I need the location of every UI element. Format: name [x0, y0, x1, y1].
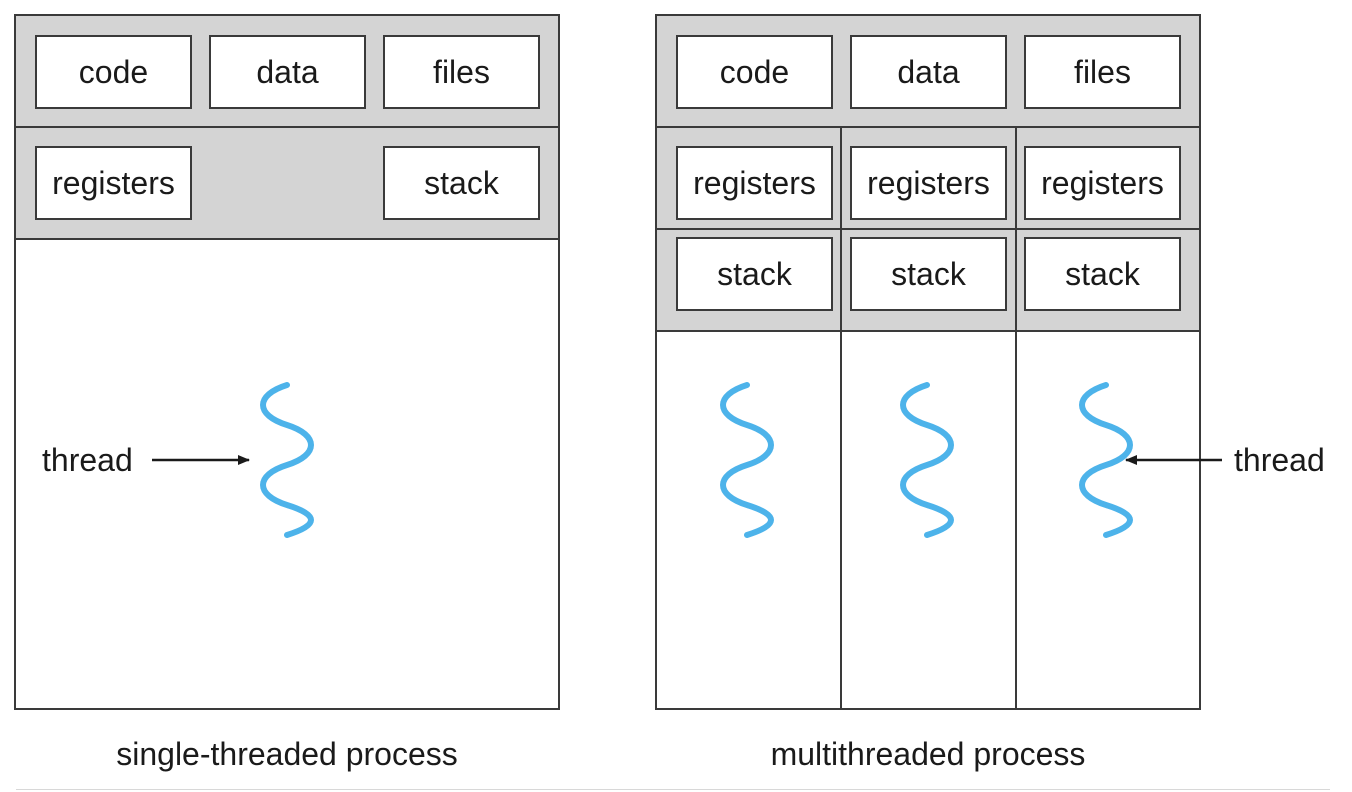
multi-stack-box-3: stack: [1024, 237, 1181, 311]
wavy-thread-icon: [900, 382, 954, 538]
single-thread-label: thread: [42, 442, 133, 478]
single-data-box: data: [209, 35, 366, 109]
wavy-thread-icon: [1079, 382, 1133, 538]
multi-registers-box-3: registers: [1024, 146, 1181, 220]
single-band-divider: [16, 126, 558, 128]
single-registers-box: registers: [35, 146, 192, 220]
multi-band-divider-top: [657, 126, 1199, 128]
multi-thread-label: thread: [1234, 442, 1325, 478]
multi-registers-box-1: registers: [676, 146, 833, 220]
wavy-thread-icon: [260, 382, 314, 538]
multi-column-divider-2: [1015, 126, 1017, 708]
multi-registers-box-2: registers: [850, 146, 1007, 220]
multi-column-divider-1: [840, 126, 842, 708]
multi-band-divider-mid: [657, 228, 1199, 230]
multi-stack-box-2: stack: [850, 237, 1007, 311]
single-caption: single-threaded process: [116, 736, 458, 772]
multi-stack-box-1: stack: [676, 237, 833, 311]
single-code-box: code: [35, 35, 192, 109]
multithreaded-process: code data files registers registers regi…: [655, 14, 1201, 710]
single-stack-box: stack: [383, 146, 540, 220]
multi-band-bottom: [657, 330, 1199, 332]
single-files-box: files: [383, 35, 540, 109]
multi-caption: multithreaded process: [770, 736, 1086, 772]
multi-code-box: code: [676, 35, 833, 109]
wavy-thread-icon: [720, 382, 774, 538]
bottom-rule: [16, 789, 1330, 790]
multi-data-box: data: [850, 35, 1007, 109]
single-band-bottom: [16, 238, 558, 240]
multi-files-box: files: [1024, 35, 1181, 109]
single-threaded-process: code data files registers stack: [14, 14, 560, 710]
